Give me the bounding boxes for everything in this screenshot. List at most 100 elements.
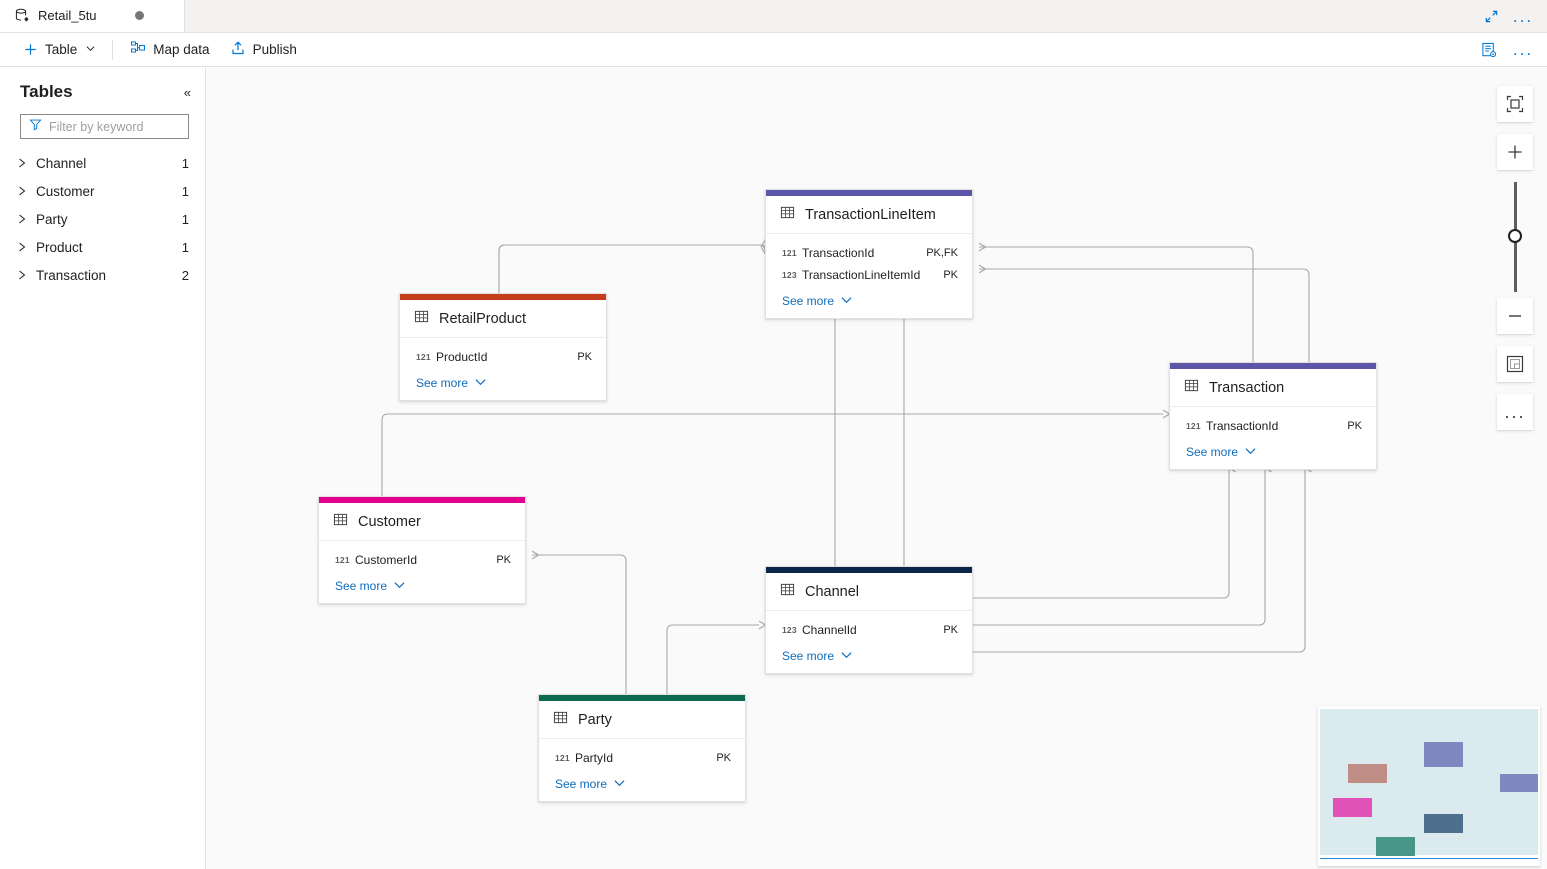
zoom-slider[interactable] (1497, 182, 1533, 292)
table-card-header[interactable]: Channel (766, 573, 972, 611)
canvas-minimap[interactable] (1318, 706, 1540, 866)
minimap-viewport[interactable] (1320, 709, 1538, 856)
column-type-icon: 121 (782, 248, 797, 258)
expand-triangle-icon[interactable] (18, 158, 32, 168)
properties-icon[interactable] (1475, 37, 1503, 63)
table-name: RetailProduct (439, 310, 527, 327)
chevron-down-icon (841, 296, 852, 306)
minimap-box-transaction (1500, 774, 1538, 792)
filter-input-box[interactable]: Filter by keyword (20, 114, 189, 139)
table-name: Transaction (1209, 379, 1285, 396)
see-more-label: See more (1186, 445, 1239, 459)
plus-icon (25, 44, 36, 55)
minimap-toggle-button[interactable] (1497, 346, 1533, 382)
column-name: ChannelId (802, 623, 857, 637)
table-grid-icon (1184, 378, 1199, 398)
table-card-header[interactable]: TransactionLineItem (766, 196, 972, 234)
expand-triangle-icon[interactable] (18, 214, 32, 224)
tab-dirty-indicator (134, 11, 144, 20)
see-more-button[interactable]: See more (539, 769, 745, 795)
collapse-sidebar-icon[interactable]: « (183, 84, 191, 100)
zoom-out-button[interactable] (1497, 298, 1533, 334)
database-new-icon (14, 8, 30, 24)
expand-icon[interactable] (1477, 4, 1505, 30)
command-bar: Table Map data Publish (0, 33, 1547, 67)
more-options-icon[interactable]: ... (1509, 37, 1537, 63)
expand-triangle-icon[interactable] (18, 242, 32, 252)
map-data-button[interactable]: Map data (121, 35, 218, 65)
column-name: TransactionLineItemId (802, 268, 921, 282)
publish-button[interactable]: Publish (221, 35, 306, 65)
minimap-box-transactionlineitem (1424, 742, 1463, 767)
chevron-down-icon (1245, 447, 1256, 457)
see-more-button[interactable]: See more (766, 641, 972, 667)
canvas-more-glyph: ... (1504, 402, 1526, 422)
see-more-button[interactable]: See more (1170, 437, 1376, 463)
chevron-down-icon (614, 779, 625, 789)
see-more-label: See more (335, 579, 388, 593)
sidebar-item-count: 1 (181, 239, 189, 255)
zoom-in-button[interactable] (1497, 134, 1533, 170)
tab-title: Retail_5tu (38, 8, 97, 23)
map-data-icon (130, 40, 146, 59)
see-more-label: See more (782, 649, 835, 663)
zoom-slider-thumb[interactable] (1508, 229, 1522, 243)
canvas-more-options-button[interactable]: ... (1497, 394, 1533, 430)
command-bar-actions: ... (1475, 33, 1537, 67)
minimap-box-channel (1424, 814, 1463, 833)
table-name: Customer (358, 513, 421, 530)
cmdbar-more-glyph: ... (1512, 40, 1534, 59)
add-table-label: Table (45, 42, 78, 57)
table-card-header[interactable]: Customer (319, 503, 525, 541)
relationship-edges (381, 239, 1547, 694)
expand-triangle-icon[interactable] (18, 270, 32, 280)
table-name: Party (578, 711, 612, 728)
filter-icon (29, 118, 42, 136)
sidebar-item-label: Transaction (36, 267, 107, 283)
column-name: PartyId (575, 751, 614, 765)
add-table-button[interactable]: Table (14, 35, 104, 65)
table-card-header[interactable]: Transaction (1170, 369, 1376, 407)
more-options-icon[interactable]: ... (1509, 4, 1537, 30)
minimap-box-retailproduct (1348, 764, 1387, 783)
column-key-badge: PK (943, 269, 958, 281)
table-card-header[interactable]: Party (539, 701, 745, 739)
see-more-button[interactable]: See more (319, 571, 525, 597)
see-more-button[interactable]: See more (766, 286, 972, 312)
sidebar-item-count: 1 (181, 211, 189, 227)
minimap-box-party (1376, 837, 1415, 856)
column-key-badge: PK (716, 752, 731, 764)
tab-retail-5tu[interactable]: Retail_5tu (0, 0, 185, 32)
table-card-header[interactable]: RetailProduct (400, 300, 606, 338)
see-more-button[interactable]: See more (400, 368, 606, 394)
expand-triangle-icon[interactable] (18, 186, 32, 196)
fit-to-screen-button[interactable] (1497, 86, 1533, 122)
column-type-icon: 123 (782, 625, 797, 635)
publish-label: Publish (252, 42, 297, 57)
